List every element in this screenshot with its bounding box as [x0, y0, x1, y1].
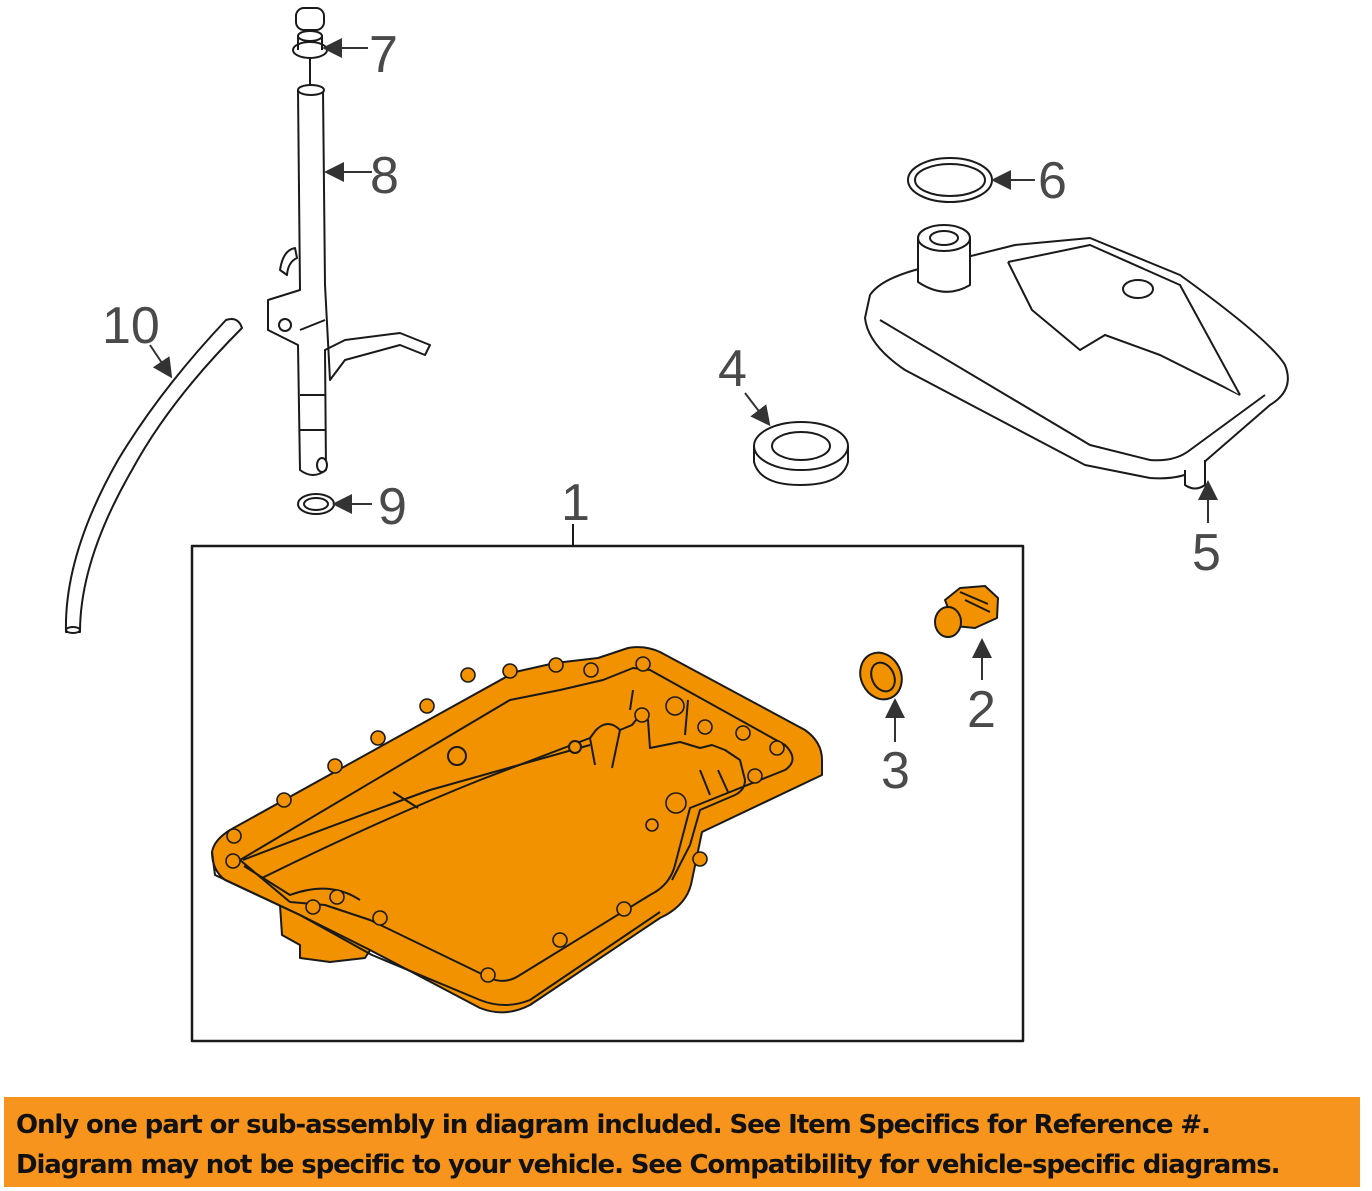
callout-3: 3	[881, 742, 910, 800]
disclaimer-line-1: Only one part or sub-assembly in diagram…	[16, 1110, 1211, 1140]
filter-o-ring	[907, 157, 993, 203]
transmission-oil-pan	[211, 646, 823, 1014]
exploded-parts-diagram: 1 2 3 4 5 6 7 8 9 10	[64, 7, 1289, 1043]
callout-4: 4	[718, 340, 747, 398]
callout-2: 2	[967, 681, 996, 739]
callout-5: 5	[1192, 524, 1221, 582]
disclaimer-banner: Only one part or sub-assembly in diagram…	[4, 1097, 1360, 1187]
disclaimer-line-2: Diagram may not be specific to your vehi…	[16, 1150, 1280, 1180]
filter-seal	[753, 421, 849, 486]
filler-tube	[64, 318, 243, 634]
callout-6: 6	[1038, 152, 1067, 210]
dipstick-tube-o-ring	[297, 493, 335, 515]
drain-plug	[934, 585, 999, 638]
callout-7: 7	[369, 26, 398, 84]
callout-9: 9	[378, 478, 407, 536]
oil-pan-highlight-box	[190, 544, 1025, 1043]
callout-1: 1	[561, 474, 590, 532]
callout-8: 8	[370, 147, 399, 205]
dipstick-tube	[267, 84, 431, 476]
dipstick-cap	[292, 7, 328, 85]
drain-plug-gasket	[859, 651, 903, 701]
transmission-filter	[864, 224, 1289, 490]
callout-10: 10	[102, 297, 160, 355]
